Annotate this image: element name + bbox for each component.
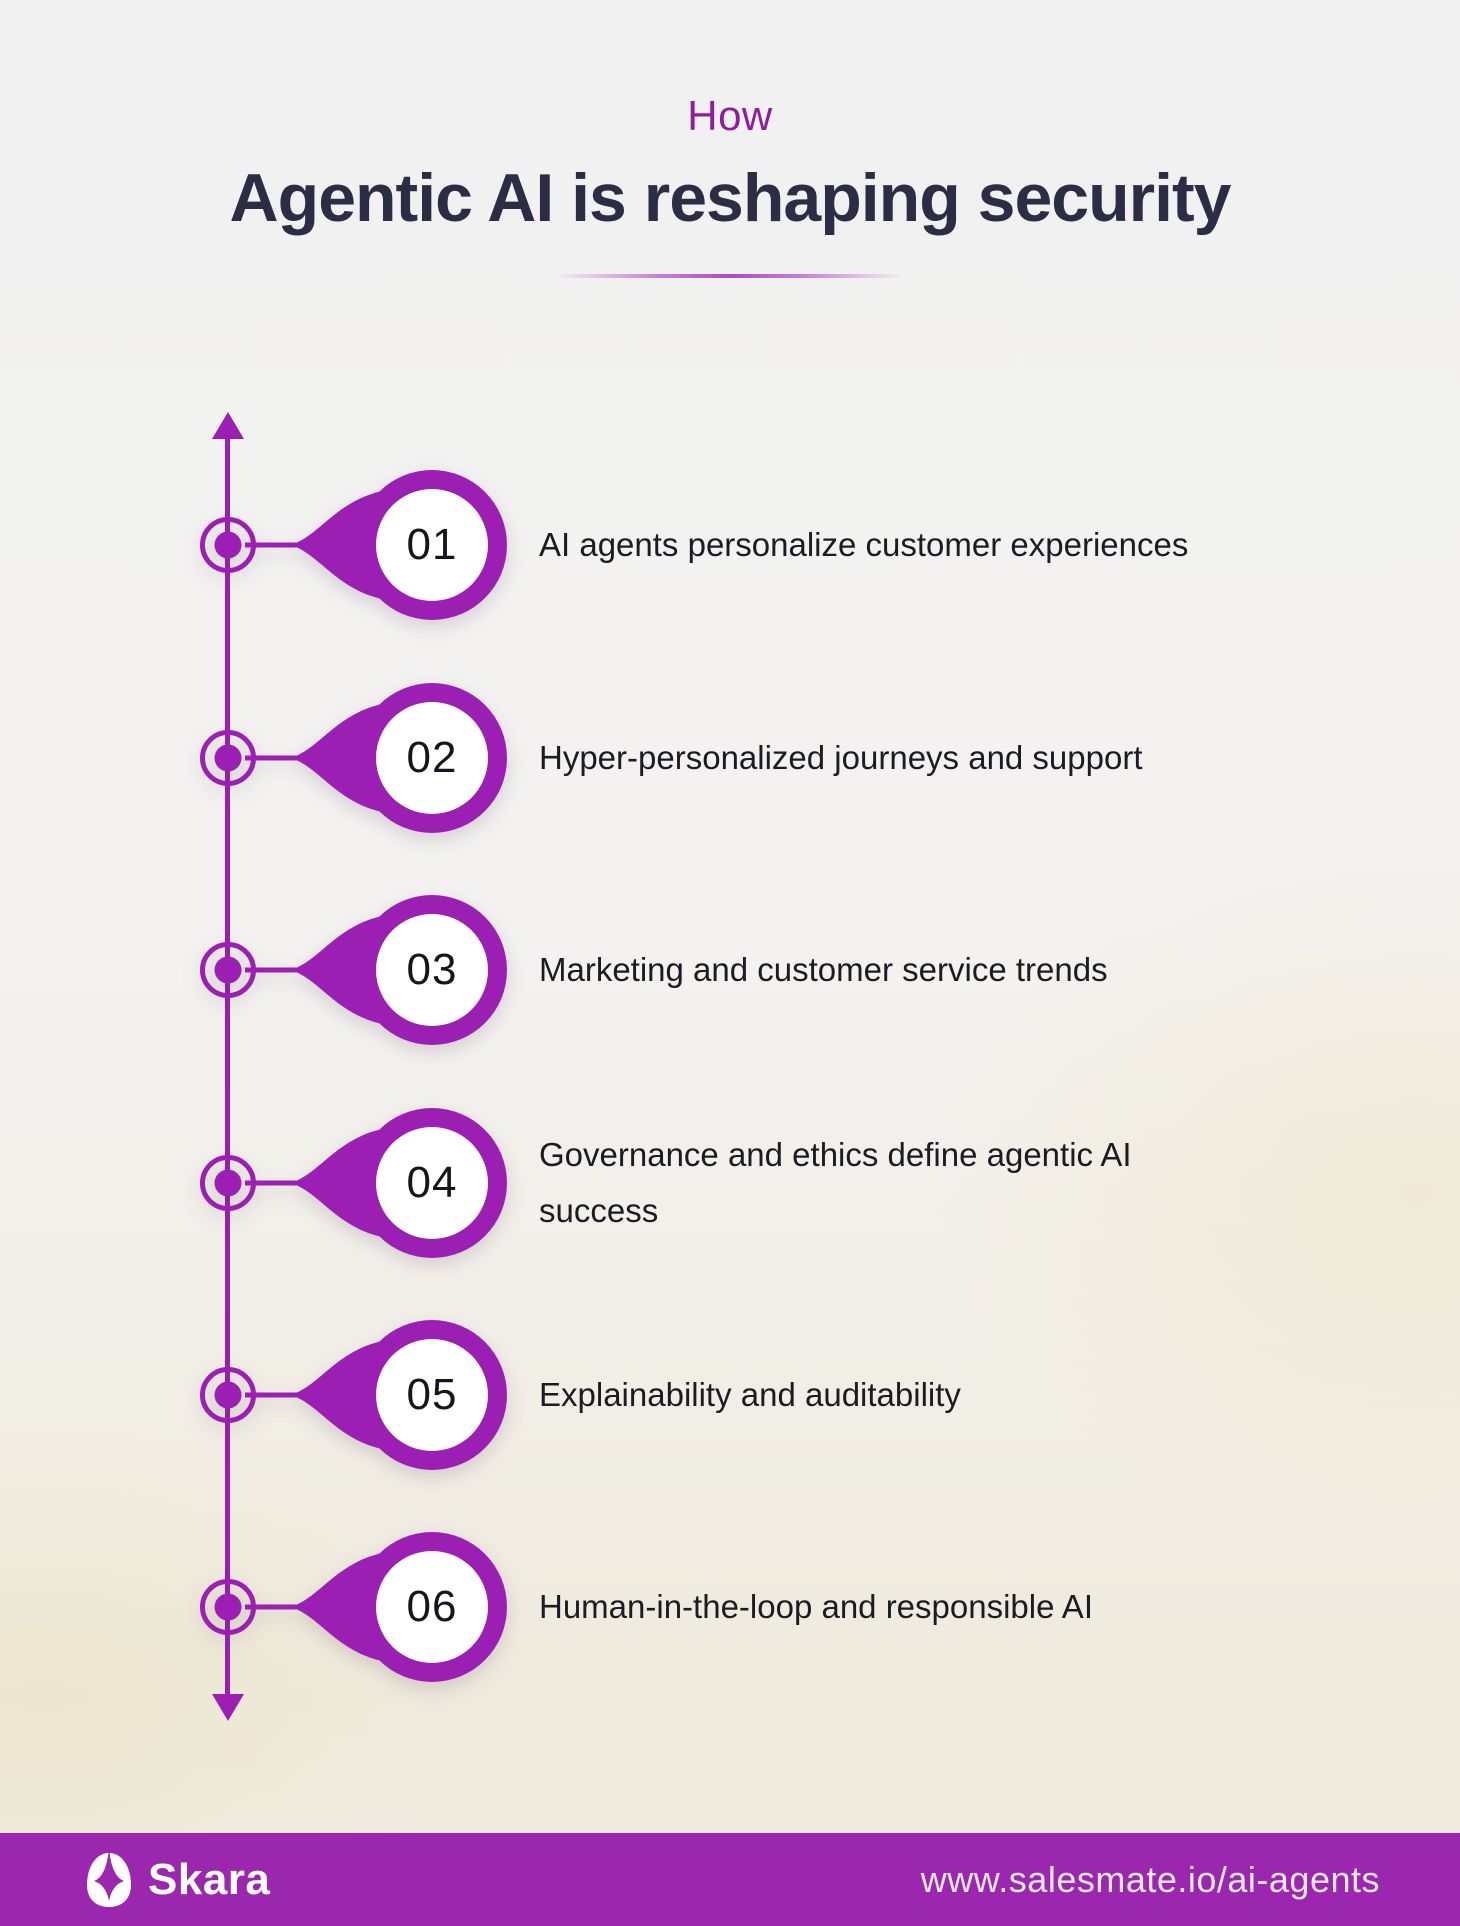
footer-url-link[interactable]: www.salesmate.io/ai-agents	[920, 1858, 1380, 1900]
step-number: 03	[406, 945, 458, 994]
timeline-item: 04 Governance and ethics define agentic …	[195, 1103, 1405, 1263]
timeline-arrow-down-icon	[212, 1694, 244, 1721]
step-label: Hyper-personalized journeys and support	[539, 738, 1143, 776]
step-label: AI agents personalize customer experienc…	[539, 525, 1189, 563]
brand-logo: Skara	[85, 1850, 271, 1909]
kicker-text: How	[687, 92, 773, 139]
skara-egg-sparkle-icon	[87, 1850, 131, 1907]
timeline-marker-icon	[200, 683, 507, 833]
footer-bar: Skara www.salesmate.io/ai-agents	[0, 1833, 1460, 1926]
timeline-item: 05 Explainability and auditability	[195, 1315, 1405, 1475]
title-underline-decoration	[555, 274, 905, 278]
timeline-item: 06 Human-in-the-loop and responsible AI	[195, 1527, 1405, 1687]
page-title: Agentic AI is reshaping security	[229, 160, 1232, 236]
timeline-item: 02 Hyper-personalized journeys and suppo…	[195, 678, 1405, 838]
timeline-arrow-up-icon	[212, 412, 244, 439]
timeline-item: 01 AI agents personalize customer experi…	[195, 465, 1405, 625]
step-label: Marketing and customer service trends	[539, 950, 1108, 988]
step-number: 05	[406, 1370, 458, 1419]
timeline-marker-icon	[200, 1320, 507, 1470]
step-label: Human-in-the-loop and responsible AI	[539, 1587, 1093, 1625]
timeline-marker-icon	[200, 470, 507, 620]
step-number: 06	[406, 1582, 458, 1631]
step-number: 01	[406, 520, 458, 569]
step-label: Governance and ethics define agentic AI …	[539, 1135, 1132, 1229]
timeline-marker-icon	[200, 895, 507, 1045]
timeline-item: 03 Marketing and customer service trends	[195, 890, 1405, 1050]
brand-name: Skara	[148, 1854, 271, 1904]
step-number: 04	[406, 1158, 458, 1207]
timeline-marker-icon	[200, 1108, 507, 1258]
step-label: Explainability and auditability	[539, 1375, 961, 1413]
timeline-axis-line	[225, 436, 230, 1698]
step-number: 02	[406, 733, 458, 782]
timeline-marker-icon	[200, 1532, 507, 1682]
